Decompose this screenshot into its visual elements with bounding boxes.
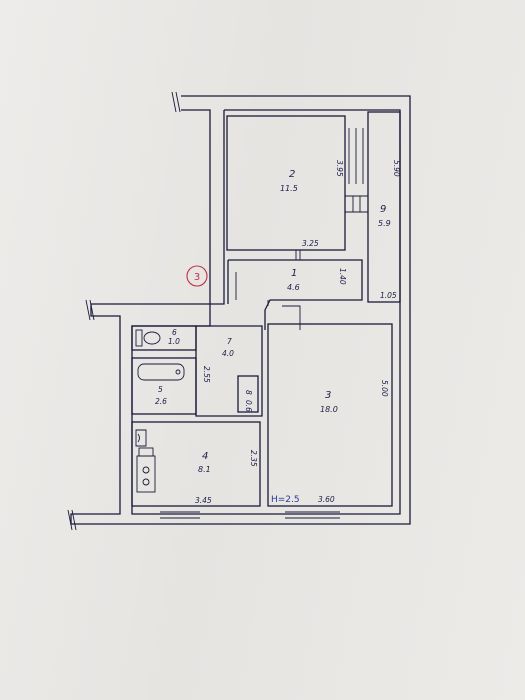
balcony-door [345, 128, 368, 213]
room-3-outline [267, 323, 393, 507]
room-8-area: 0.6 [244, 400, 253, 412]
dim-room1-depth: 1.40 [338, 268, 347, 285]
room-4-outline [131, 421, 261, 507]
sink-icon [135, 429, 147, 447]
wall-break-ticks [67, 91, 181, 531]
room-2-area: 11.5 [280, 184, 298, 193]
room-9-area: 5.9 [378, 219, 391, 228]
dim-room3-height: 5.00 [380, 380, 389, 397]
door-marks [235, 250, 301, 330]
dim-room4-depth: 2.35 [249, 450, 258, 467]
room-7-outline [195, 325, 263, 417]
dim-room5-depth: 2.55 [202, 366, 211, 383]
ceiling-height-label: H=2.5 [271, 495, 300, 505]
room-4-area: 8.1 [198, 465, 211, 474]
room-1-area: 4.6 [287, 283, 300, 292]
room-3-area: 18.0 [320, 405, 338, 414]
room-5-area: 2.6 [155, 397, 167, 406]
marker-number: 3 [194, 272, 200, 283]
room-7-number: 7 [227, 337, 232, 346]
room-3-number: 3 [325, 390, 331, 401]
room-6-area: 1.0 [168, 337, 180, 346]
room-9-number: 9 [380, 204, 386, 215]
dim-room3-width: 3.60 [318, 495, 335, 504]
dim-room2-width: 3.25 [302, 239, 319, 248]
dim-room2-height: 3.95 [335, 160, 344, 177]
room-6-number: 6 [172, 328, 177, 337]
room-1-number: 1 [291, 268, 297, 279]
room-4-number: 4 [202, 451, 208, 462]
room-2-number: 2 [289, 169, 295, 180]
window-room-4 [160, 505, 200, 519]
dim-room9-length: 5.90 [392, 160, 401, 177]
room-5-number: 5 [158, 385, 163, 394]
room-9-outline [367, 111, 401, 303]
outer-wall [70, 95, 411, 525]
window-room-3 [285, 505, 340, 519]
dim-room9-width: 1.05 [380, 291, 397, 300]
room-1-outline [227, 259, 363, 330]
room-8-number: 8 [244, 390, 253, 395]
room-8-outline [237, 375, 259, 413]
room-2-outline [226, 115, 346, 251]
dim-room4-width: 3.45 [195, 496, 212, 505]
room-7-area: 4.0 [222, 349, 234, 358]
bathtub-icon [137, 363, 185, 381]
toilet-icon [135, 329, 161, 347]
stove-icon [136, 447, 156, 493]
marker-circle [186, 265, 208, 287]
inner-wall [131, 109, 401, 515]
